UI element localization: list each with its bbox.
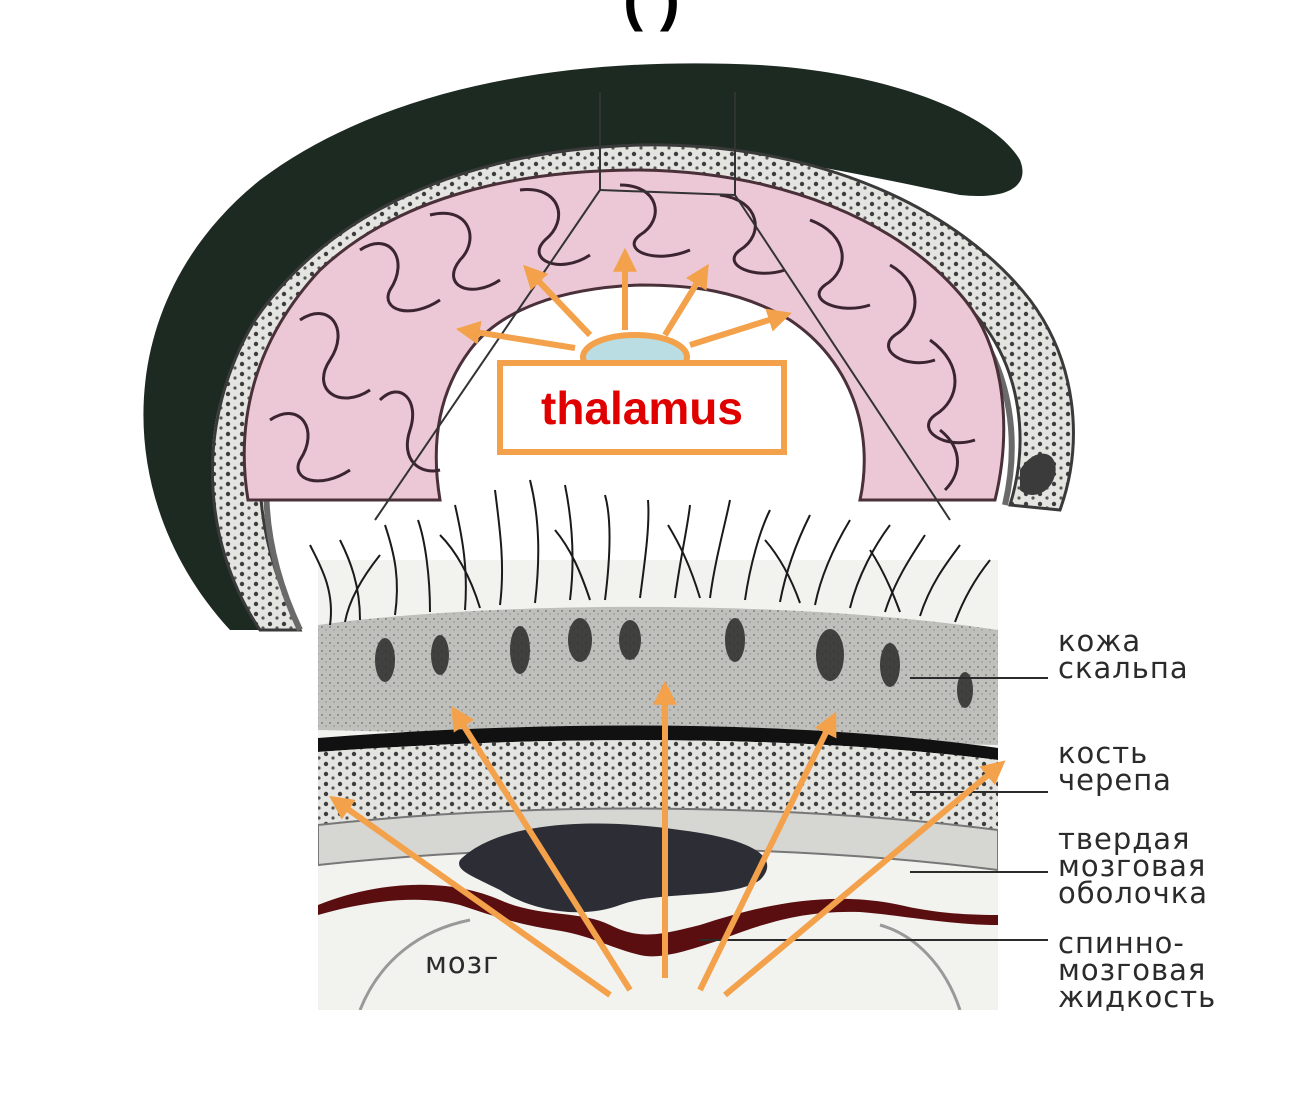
label-scalp-skin: кожа скальпа <box>1058 628 1189 682</box>
thalamus-label-box: thalamus <box>497 360 787 455</box>
label-skull-bone: кость черепа <box>1058 740 1172 794</box>
magnified-section <box>318 560 998 1010</box>
thalamus-label: thalamus <box>541 381 743 435</box>
label-csf: спинно- мозговая жидкость <box>1058 930 1216 1011</box>
label-dura: твердая мозговая оболочка <box>1058 826 1208 907</box>
label-brain: мозг <box>425 946 499 980</box>
